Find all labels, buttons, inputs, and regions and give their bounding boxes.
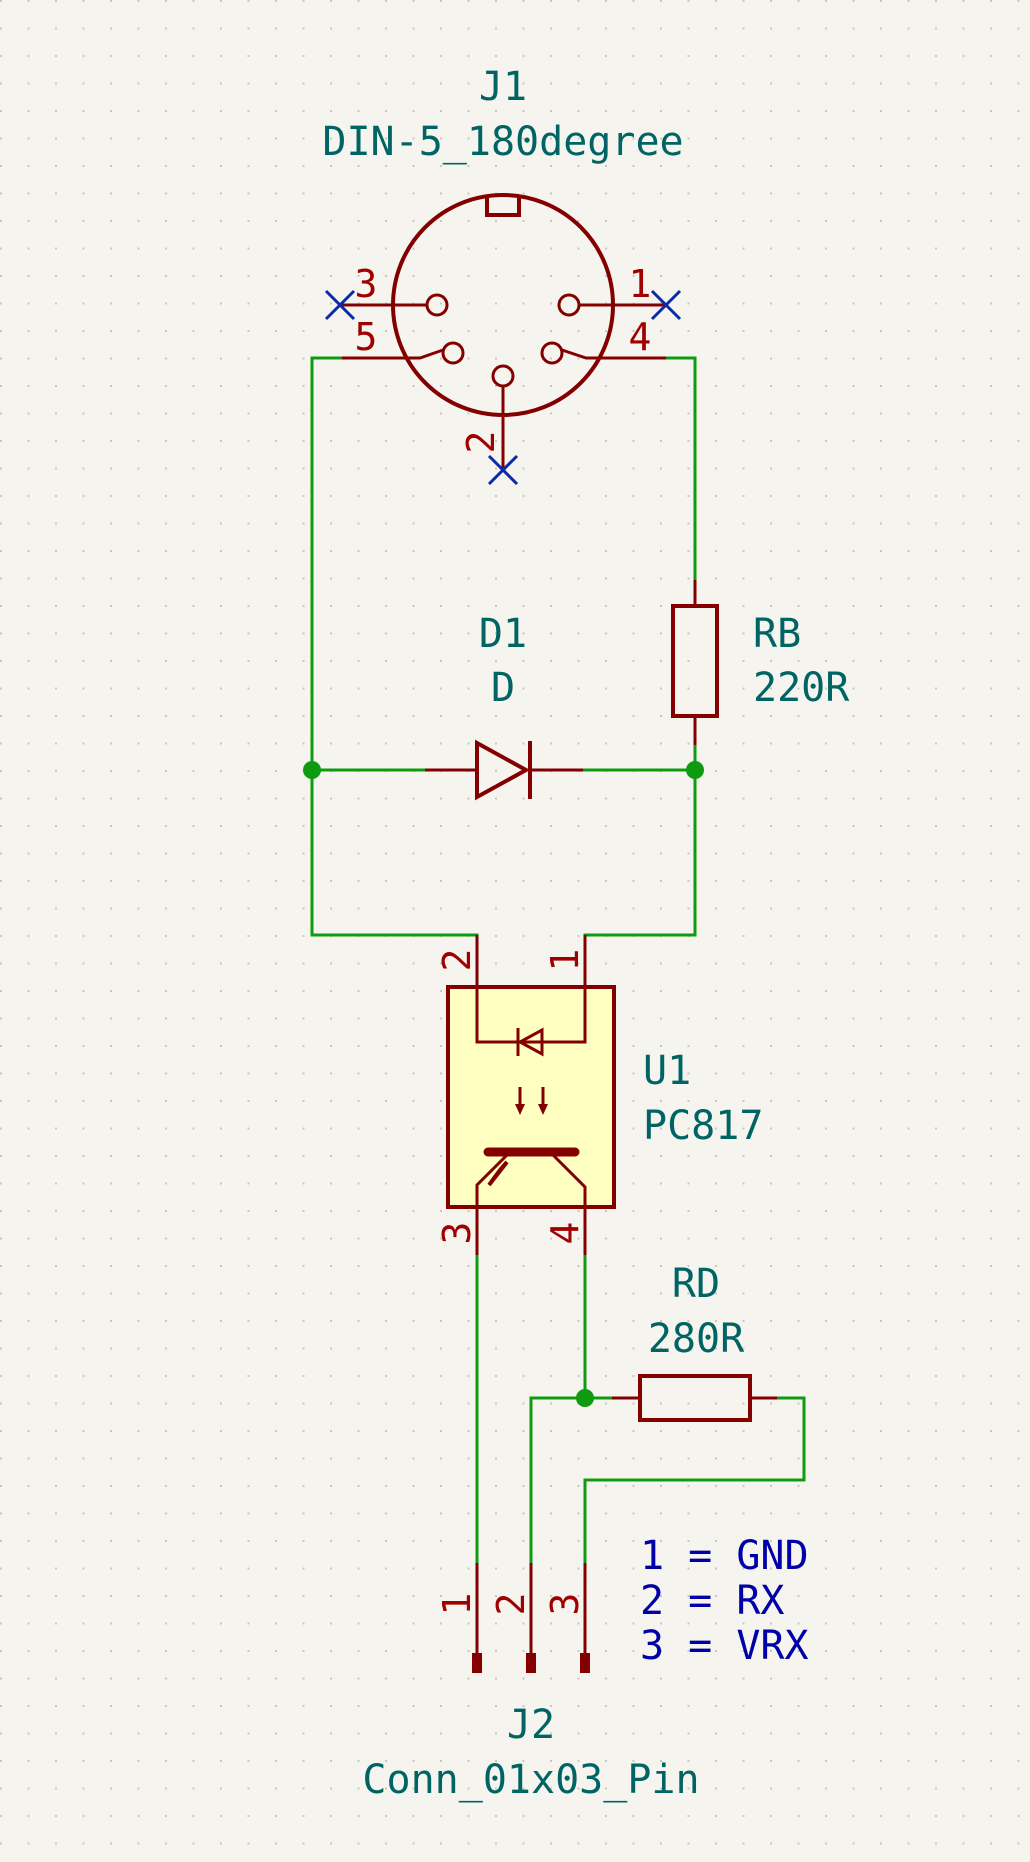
junction-dot [303,761,321,779]
u1-led-triangle [516,1027,544,1057]
din-contact-5 [441,341,465,365]
wire-j1-pin4-right [666,356,697,604]
rd-value: 280R [648,1316,745,1362]
junction-dot [576,1389,594,1407]
j2-pin-number-2: 2 [489,1593,533,1616]
j1-pin-number-2: 2 [459,431,503,454]
u1-transistor-collector [548,1150,587,1207]
no-connect-marker-pin2 [487,454,519,486]
note-line-1: 1 = GND [640,1533,809,1579]
diode-triangle [475,739,531,801]
wire-node-to-j2-pin2 [529,1396,585,1563]
j2-pin-number-3: 3 [543,1593,587,1616]
note-line-3: 3 = VRX [640,1623,809,1669]
din-contact-4 [540,341,564,365]
u1-led-wiring [475,987,587,1044]
u1-pin-number-1: 1 [543,949,587,972]
wire-rd-to-j2-pin3 [583,1396,806,1563]
din-pin5-line [342,348,444,360]
u1-pin-number-2: 2 [435,949,479,972]
j2-value: Conn_01x03_Pin [362,1757,699,1803]
u1-transistor-emitter [475,1150,512,1207]
j2-reference: J2 [507,1702,555,1748]
j1-pin-number-3: 3 [355,262,378,306]
u1-light-arrows [515,1087,548,1115]
pin-assignment-note: 1 = GND 2 = RX 3 = VRX [640,1533,809,1669]
rb-resistor[interactable]: RB 220R [671,580,850,745]
u1-emitter-arrow [487,1160,509,1187]
din-pin4-line [561,348,666,360]
j1-pin-number-1: 1 [629,262,652,306]
d1-reference: D1 [479,611,527,657]
junction-dot [686,761,704,779]
j2-pin-header[interactable]: 1 2 3 J2 Conn_01x03_Pin [362,1563,700,1803]
no-connect-marker-pin1 [650,289,682,321]
rb-value: 220R [753,665,850,711]
u1-reference: U1 [643,1048,691,1094]
j2-pin-number-1: 1 [435,1593,479,1616]
j1-reference: J1 [479,64,527,110]
j1-value: DIN-5_180degree [322,119,683,165]
rd-resistor[interactable]: RD 280R [612,1261,777,1422]
rd-reference: RD [672,1261,720,1307]
u1-value: PC817 [643,1103,763,1149]
j1-pin-number-4: 4 [629,315,652,359]
j1-pin-number-5: 5 [355,315,378,359]
d1-diode[interactable]: D1 D [425,611,583,801]
u1-optocoupler[interactable]: U1 PC817 2 1 3 4 [435,935,763,1255]
j2-pin1-end [472,1653,482,1673]
u1-pin-number-3: 3 [435,1222,479,1245]
din-key-notch [485,196,521,217]
j2-pin2-end [526,1653,536,1673]
d1-value: D [491,665,515,711]
note-line-2: 2 = RX [640,1578,785,1624]
u1-body [446,985,616,1209]
u1-pin-number-4: 4 [543,1222,587,1245]
rb-reference: RB [753,611,801,657]
j1-din5-connector[interactable]: J1 DIN-5_180degree 3 1 5 4 2 [322,64,684,486]
j2-pin3-end [580,1653,590,1673]
no-connect-marker-pin3 [324,289,356,321]
